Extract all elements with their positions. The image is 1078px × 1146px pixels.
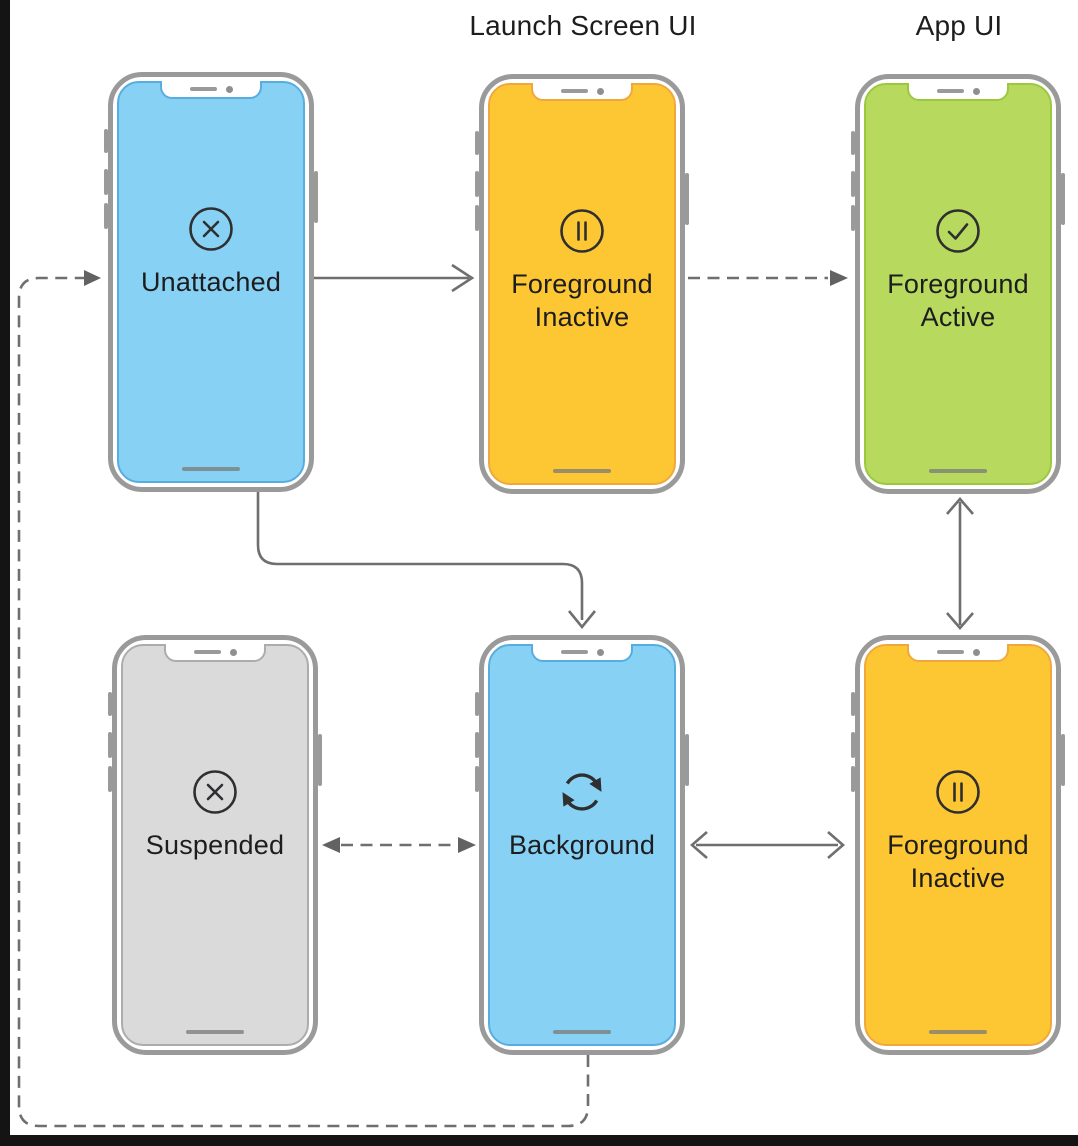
pause-circle-icon	[934, 768, 982, 816]
state-label: Suspended	[145, 830, 285, 860]
state-label: Unattached	[140, 267, 282, 297]
volume-down-button	[851, 766, 855, 792]
column-header-launch-screen-ui: Launch Screen UI	[469, 10, 697, 41]
volume-down-button	[108, 766, 112, 792]
home-indicator	[553, 469, 611, 473]
bottom-border-bar	[0, 1135, 1078, 1146]
phone-screen: Foreground Inactive	[488, 83, 676, 485]
phone-screen: Unattached	[117, 81, 305, 483]
power-button	[1061, 173, 1065, 225]
x-circle-icon	[191, 768, 239, 816]
notch	[531, 644, 633, 662]
arrow-unattached-to-foreground-inactive	[313, 263, 475, 293]
volume-down-button	[475, 205, 479, 231]
volume-up-button	[104, 169, 108, 195]
sync-circle-icon	[558, 768, 606, 816]
power-button	[314, 171, 318, 223]
power-button	[685, 173, 689, 225]
arrow-suspended-background	[322, 837, 476, 853]
camera-icon	[229, 648, 237, 656]
mute-switch	[851, 131, 855, 155]
notch	[160, 81, 262, 99]
volume-up-button	[108, 732, 112, 758]
camera-icon	[972, 87, 980, 95]
column-header-app-ui: App UI	[915, 10, 1003, 41]
mute-switch	[108, 692, 112, 716]
camera-icon	[225, 85, 233, 93]
power-button	[1061, 734, 1065, 786]
speaker-icon	[560, 89, 588, 93]
left-border-bar	[0, 0, 10, 1146]
phone-state-foreground-inactive-launch: Foreground Inactive	[475, 74, 689, 494]
power-button	[318, 734, 322, 786]
phone-screen: Background	[488, 644, 676, 1046]
arrow-foreground-inactive-to-foreground-active	[688, 270, 848, 286]
speaker-icon	[936, 650, 964, 654]
mute-switch	[104, 129, 108, 153]
phone-screen: Foreground Active	[864, 83, 1052, 485]
speaker-icon	[193, 650, 221, 654]
state-label: Foreground Active	[887, 269, 1029, 332]
arrow-unattached-to-background	[256, 492, 597, 630]
volume-down-button	[104, 203, 108, 229]
phone-state-unattached: Unattached	[104, 72, 318, 492]
notch	[907, 644, 1009, 662]
volume-up-button	[851, 732, 855, 758]
camera-icon	[596, 87, 604, 95]
home-indicator	[553, 1030, 611, 1034]
volume-down-button	[851, 205, 855, 231]
arrow-background-foreground-inactive	[690, 831, 845, 859]
state-label: Foreground Inactive	[887, 830, 1029, 893]
check-circle-icon	[934, 207, 982, 255]
phone-state-foreground-active: Foreground Active	[851, 74, 1065, 494]
home-indicator	[182, 467, 240, 471]
notch	[907, 83, 1009, 101]
phone-state-foreground-inactive-app: Foreground Inactive	[851, 635, 1065, 1055]
phone-state-suspended: Suspended	[108, 635, 322, 1055]
state-label: Background	[508, 830, 656, 860]
home-indicator	[929, 469, 987, 473]
mute-switch	[851, 692, 855, 716]
notch	[164, 644, 266, 662]
x-circle-icon	[187, 205, 235, 253]
speaker-icon	[560, 650, 588, 654]
arrow-foreground-active-foreground-inactive	[946, 497, 974, 630]
volume-up-button	[851, 171, 855, 197]
phone-screen: Suspended	[121, 644, 309, 1046]
volume-up-button	[475, 171, 479, 197]
phone-screen: Foreground Inactive	[864, 644, 1052, 1046]
state-label: Foreground Inactive	[511, 269, 653, 332]
power-button	[685, 734, 689, 786]
home-indicator	[186, 1030, 244, 1034]
camera-icon	[596, 648, 604, 656]
speaker-icon	[189, 87, 217, 91]
pause-circle-icon	[558, 207, 606, 255]
speaker-icon	[936, 89, 964, 93]
mute-switch	[475, 692, 479, 716]
volume-down-button	[475, 766, 479, 792]
phone-state-background: Background	[475, 635, 689, 1055]
volume-up-button	[475, 732, 479, 758]
home-indicator	[929, 1030, 987, 1034]
camera-icon	[972, 648, 980, 656]
notch	[531, 83, 633, 101]
mute-switch	[475, 131, 479, 155]
